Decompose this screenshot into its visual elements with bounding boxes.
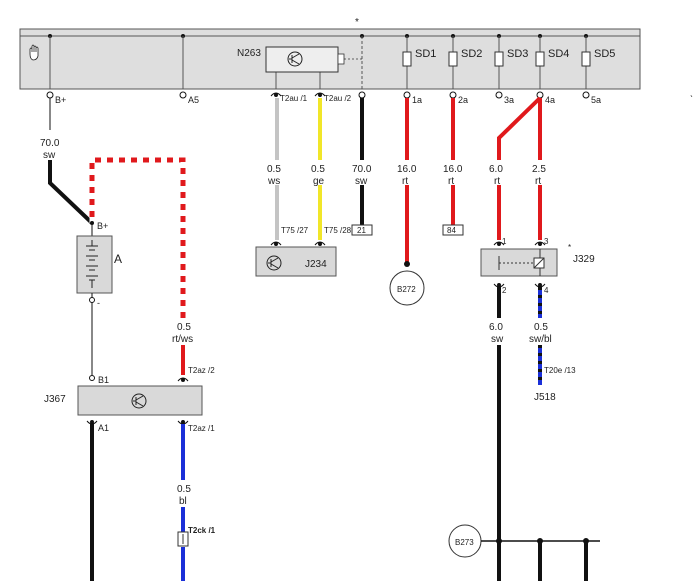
wire-size-rt-1a: 16.0	[397, 164, 417, 175]
terminal-label-5a: 5a	[591, 95, 601, 105]
svg-text:21: 21	[357, 226, 366, 235]
j367-label: J367	[44, 394, 66, 405]
svg-text:84: 84	[447, 226, 456, 235]
wire-size-sw-relay2: 6.0	[489, 322, 503, 333]
j367-pin-b1: B1	[98, 375, 109, 385]
wire-size-bplus: 70.0	[40, 138, 60, 149]
fuse-label-sd4: SD4	[548, 48, 569, 60]
svg-text:B273: B273	[455, 538, 474, 547]
wire-labels: 70.0 sw 0.5 ws 0.5 ge 70.0 sw 16.0 rt 16…	[40, 138, 552, 507]
wire-rtws	[89, 157, 186, 375]
wire-rt-relay-pin1	[497, 96, 542, 240]
n263-pin-2: T2au /2	[324, 94, 352, 103]
ground-b272: B272	[389, 261, 425, 306]
relay-pin-4: 4	[544, 286, 549, 295]
wire-color-bplus: sw	[43, 150, 56, 161]
relay-label: J329	[573, 254, 595, 265]
wire-bplus-battery	[48, 98, 94, 225]
wire-ws	[275, 98, 279, 240]
j367-pin-t2az-1: T2az /1	[188, 424, 215, 433]
battery-minus-label: -	[97, 298, 100, 308]
j234-pin-27: T75 /27	[281, 226, 309, 235]
n263-label: N263	[237, 48, 261, 59]
svg-text:T2ck /1: T2ck /1	[188, 526, 216, 535]
wire-size-rt-2a: 16.0	[443, 164, 463, 175]
hand-pointer-icon	[29, 44, 39, 61]
j234-label: J234	[305, 259, 327, 270]
fuse-label-sd2: SD2	[461, 48, 482, 60]
module-n263: N263	[237, 46, 362, 73]
battery-a: B+ A -	[76, 221, 122, 375]
relay-pin-3: 3	[544, 237, 549, 246]
j367-pin-t2az-2: T2az /2	[188, 366, 215, 375]
wire-color-rt-relay1: rt	[494, 176, 500, 187]
side-marker: ˎ	[690, 87, 693, 98]
transistor-icon	[266, 255, 282, 271]
wire-size-rt-relay3: 2.5	[532, 164, 546, 175]
wire-color-rt-2a: rt	[448, 176, 454, 187]
connector-t2ck: T2ck /1	[177, 526, 216, 547]
svg-text:B272: B272	[397, 285, 416, 294]
wire-size-bl: 0.5	[177, 484, 191, 495]
module-j367: B1 T2az /2 J367 A1 T2az /1	[44, 366, 215, 433]
fuse-label-sd1: SD1	[415, 48, 436, 60]
terminal-label-2a: 2a	[458, 95, 468, 105]
connector-t20e: T20e /13	[544, 366, 576, 375]
fuse-label-sd3: SD3	[507, 48, 528, 60]
wire-color-ws: ws	[267, 176, 280, 187]
relay-pin-1: 1	[502, 237, 507, 246]
wire-size-ws: 0.5	[267, 164, 281, 175]
terminal-label-bplus: B+	[55, 95, 66, 105]
ref-box-21: 21	[351, 224, 373, 236]
relay-pin-2: 2	[502, 286, 507, 295]
wire-size-sw-mid: 70.0	[352, 164, 372, 175]
fuse-symbols	[402, 51, 591, 67]
top-marker: *	[355, 17, 359, 28]
j367-pin-a1: A1	[98, 423, 109, 433]
transistor-icon	[287, 51, 303, 67]
relay-j329: 1 3 * J329 2 4	[480, 237, 595, 295]
ground-b273: B273	[448, 524, 600, 581]
wire-color-sw-relay2: sw	[491, 334, 504, 345]
n263-pin-1: T2au /1	[280, 94, 308, 103]
terminal-label-a5: A5	[188, 95, 199, 105]
module-j234: T75 /27 T75 /28 J234	[255, 226, 352, 277]
wire-color-sw-mid: sw	[355, 176, 368, 187]
wire-color-ge: ge	[313, 176, 325, 187]
battery-plus-label: B+	[97, 221, 108, 231]
wire-color-swbl: sw/bl	[529, 334, 552, 345]
wire-size-rtws: 0.5	[177, 322, 191, 333]
wire-size-swbl: 0.5	[534, 322, 548, 333]
bus-terminals	[46, 91, 590, 99]
terminal-label-3a: 3a	[504, 95, 514, 105]
transistor-icon	[131, 393, 147, 409]
terminal-label-4a: 4a	[545, 95, 555, 105]
wire-color-rt-1a: rt	[402, 176, 408, 187]
battery-label: A	[114, 252, 122, 266]
wire-color-rtws: rt/ws	[172, 334, 193, 345]
wire-color-rt-relay3: rt	[535, 176, 541, 187]
relay-marker: *	[568, 243, 571, 252]
wire-size-ge: 0.5	[311, 164, 325, 175]
terminal-label-1a: 1a	[412, 95, 422, 105]
j234-pin-28: T75 /28	[324, 226, 352, 235]
target-j518: J518	[534, 392, 556, 403]
wire-size-rt-relay1: 6.0	[489, 164, 503, 175]
fuse-label-sd5: SD5	[594, 48, 615, 60]
ref-box-84: 84	[442, 224, 464, 236]
wire-color-bl: bl	[179, 496, 187, 507]
